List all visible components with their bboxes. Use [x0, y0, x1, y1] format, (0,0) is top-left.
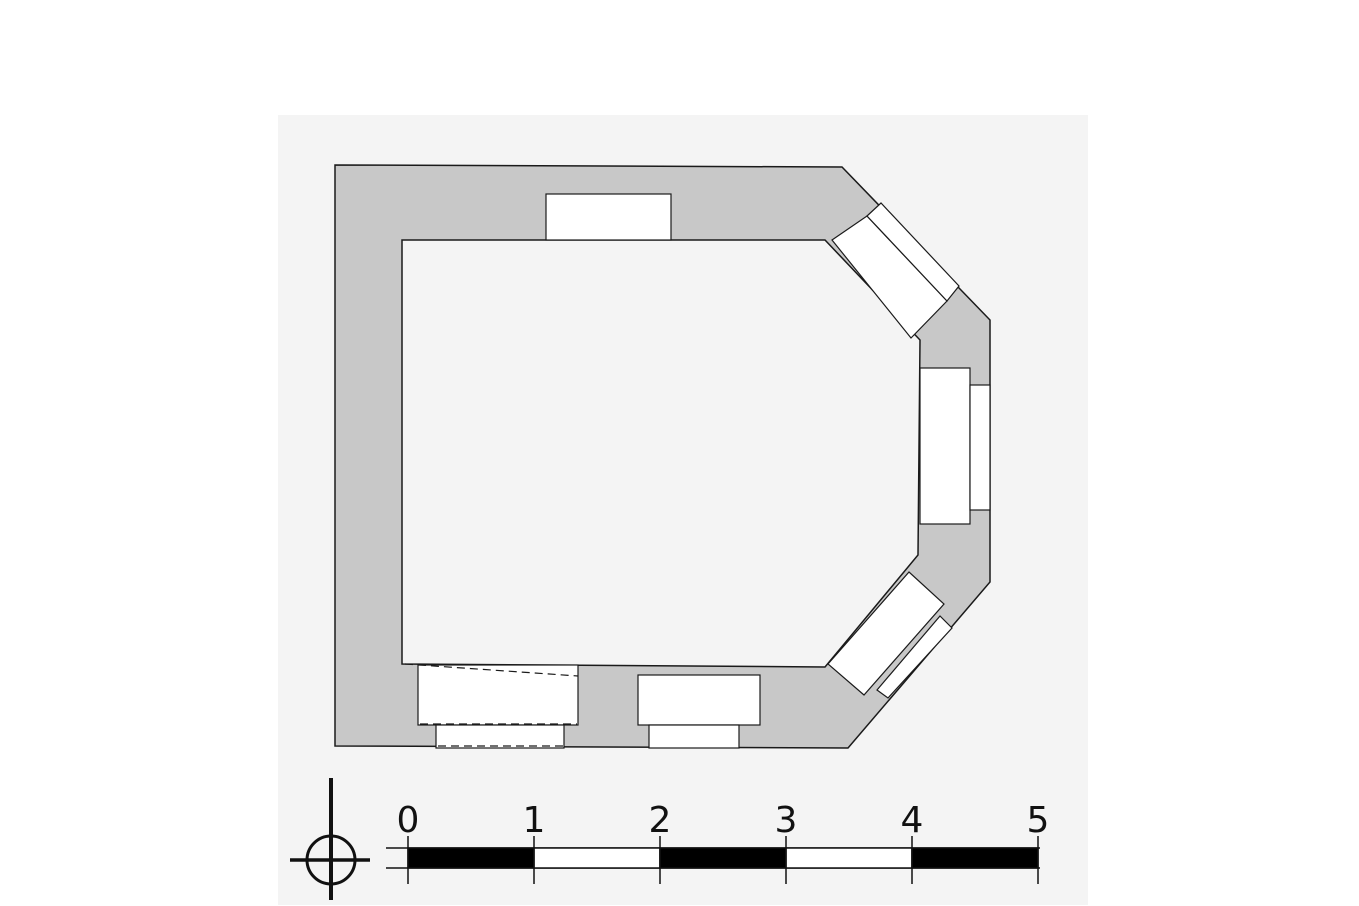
window-east-outer [969, 384, 991, 511]
window-southeast-inner [827, 571, 945, 696]
scale-segment-white [785, 847, 913, 869]
scale-bar [386, 836, 1040, 884]
window-south-outer [648, 724, 740, 749]
doorway-southwest-outer [435, 724, 565, 749]
wall-mass [334, 164, 991, 749]
window-southeast-outer [876, 615, 953, 699]
scale-segment-black [659, 847, 787, 869]
scale-label: 5 [1027, 800, 1050, 841]
window-east-inner [919, 367, 971, 525]
scale-segment-black [911, 847, 1039, 869]
scale-label: 1 [523, 800, 546, 841]
scale-label: 4 [901, 800, 924, 841]
window-north [545, 193, 672, 241]
doorway-southwest-inner [417, 664, 579, 726]
window-south-inner [637, 674, 761, 726]
scale-label: 3 [775, 800, 798, 841]
scale-label: 0 [397, 800, 420, 841]
dashed-line-doorway-top [404, 663, 579, 677]
scale-segment-white [533, 847, 661, 869]
scale-label: 2 [649, 800, 672, 841]
scale-segment-black [407, 847, 535, 869]
north-arrow-circle-icon [290, 778, 370, 900]
window-northeast-outer [866, 202, 960, 302]
